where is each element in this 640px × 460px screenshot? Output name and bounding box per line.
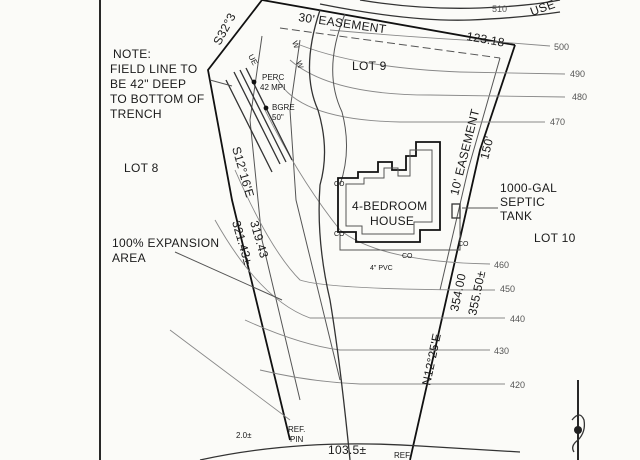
expansion-leader	[174, 251, 283, 301]
contour-440	[214, 219, 505, 319]
lot-boundary-left	[207, 0, 291, 441]
contour-label-500: 500	[554, 42, 569, 52]
svg-text:BE 42" DEEP: BE 42" DEEP	[110, 77, 186, 91]
lot-boundary-top	[261, 0, 516, 46]
road-edge-upper	[359, 0, 561, 9]
svg-text:TO BOTTOM OF: TO BOTTOM OF	[110, 92, 205, 106]
house-label: 4-BEDROOM HOUSE	[352, 199, 427, 228]
svg-text:HOUSE: HOUSE	[370, 214, 414, 228]
svg-text:TRENCH: TRENCH	[110, 107, 162, 121]
pvc-label: 4" PVC	[370, 265, 393, 272]
contour-480	[289, 59, 566, 98]
utility-line	[249, 35, 301, 401]
svg-text:50": 50"	[272, 113, 284, 122]
svg-text:4-BEDROOM: 4-BEDROOM	[352, 199, 427, 213]
field-line-note: NOTE: FIELD LINE TO BE 42" DEEP TO BOTTO…	[110, 47, 205, 121]
svg-text:BGRE: BGRE	[272, 103, 295, 112]
bgre-label: BGRE 50"	[272, 103, 295, 122]
water-line-label-1: W	[290, 40, 301, 51]
contour-490	[299, 44, 566, 75]
note-leader	[209, 79, 233, 87]
contour-label-480: 480	[572, 92, 587, 102]
cleanout-3: CO	[402, 253, 413, 260]
lot-8-label: LOT 8	[124, 161, 159, 175]
lot-10-label: LOT 10	[534, 231, 576, 245]
septic-label: 1000-GAL SEPTIC TANK	[500, 181, 557, 223]
bgre-marker	[263, 105, 269, 111]
water-line	[289, 39, 341, 381]
contour-450	[234, 169, 496, 291]
street-fragment: USE	[528, 0, 557, 19]
driveway	[308, 9, 351, 460]
svg-text:42 MPI: 42 MPI	[260, 83, 285, 92]
dim-35550: 355.50±	[465, 269, 488, 316]
svg-text:SEPTIC: SEPTIC	[500, 195, 545, 209]
bearing-right: N12°25'E	[419, 332, 444, 387]
contour-label-420: 420	[510, 380, 525, 390]
easement-line-right	[439, 57, 501, 291]
driveway-edge	[332, 13, 348, 186]
contour-label-450: 450	[500, 284, 515, 294]
svg-text:PERC: PERC	[262, 73, 284, 82]
contour-extra	[169, 329, 291, 421]
dim-20: 2.0±	[236, 431, 252, 440]
road-edge-lower	[319, 3, 561, 21]
north-arrow	[571, 380, 586, 460]
contour-label-430: 430	[494, 346, 509, 356]
svg-text:PIN: PIN	[290, 435, 304, 444]
house-outline-inner	[345, 149, 433, 235]
cleanout-1: CO	[334, 181, 345, 188]
lot-boundary-bottom	[199, 443, 521, 460]
contour-label-460: 460	[494, 260, 509, 270]
water-line-label-2: W	[294, 60, 305, 71]
contour-label-490: 490	[570, 69, 585, 79]
svg-text:FIELD LINE TO: FIELD LINE TO	[110, 62, 197, 76]
house-outline	[337, 141, 441, 243]
bearing-top: S32°3	[210, 11, 238, 48]
perc-marker	[251, 79, 257, 85]
perc-label: PERC 42 MPI	[260, 73, 285, 92]
svg-text:1000-GAL: 1000-GAL	[500, 181, 557, 195]
dim-12318: 123.18	[465, 29, 505, 49]
svg-text:100% EXPANSION: 100% EXPANSION	[112, 236, 219, 250]
easement-line-top	[279, 27, 501, 59]
contour-label-440: 440	[510, 314, 525, 324]
contour-420	[259, 369, 505, 385]
bearing-left: S12°16'E	[229, 145, 257, 199]
svg-text:NOTE:: NOTE:	[113, 47, 151, 61]
contour-500	[329, 29, 551, 47]
cleanout-4: CO	[458, 241, 469, 248]
sewer-line	[339, 210, 461, 251]
contour-470	[277, 79, 545, 123]
svg-text:REF.: REF.	[288, 425, 305, 434]
easement-150-label: 150'	[477, 135, 496, 161]
contour-label-470: 470	[550, 117, 565, 127]
ref-pin-label: REF. PIN	[288, 425, 305, 444]
expansion-area-label: 100% EXPANSION AREA	[112, 236, 219, 265]
dim-510: 510	[492, 4, 507, 14]
septic-tank	[451, 203, 461, 219]
lot-boundary-right	[409, 44, 516, 460]
ref-bottom: REF	[394, 451, 410, 460]
svg-text:TANK: TANK	[500, 209, 532, 223]
lot-9-label: LOT 9	[352, 59, 387, 73]
dim-1035: 103.5±	[328, 443, 367, 457]
cleanout-2: CO	[334, 231, 345, 238]
svg-text:AREA: AREA	[112, 251, 146, 265]
